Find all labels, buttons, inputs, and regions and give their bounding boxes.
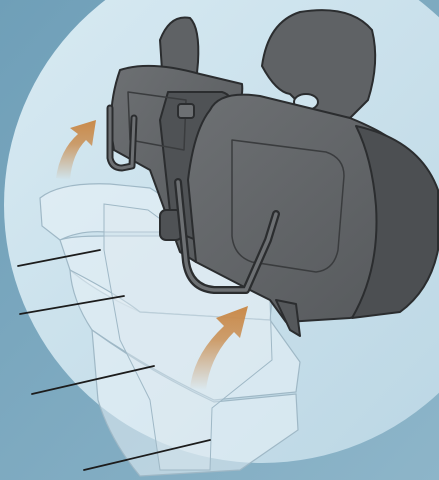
handle-icon [108,106,136,170]
curved-up-arrow-icon [190,306,248,390]
curved-up-arrow-icon [56,120,96,180]
seat-latch [177,103,195,119]
seat-back-panel-seam [231,139,345,273]
grab-handles [106,104,280,294]
callout-lines [17,249,211,471]
headrest-icon [261,9,377,119]
callout-line [19,295,125,315]
ghost-seat-cushion [39,183,301,477]
handle-icon [176,180,278,292]
seat-back-left-seam [127,91,187,151]
fold-arrows [56,120,248,390]
callout-line [31,365,155,395]
seat-support-leg [275,299,301,337]
callout-line [17,249,101,267]
callout-line [83,439,211,471]
seat-side-bolster [351,125,439,319]
